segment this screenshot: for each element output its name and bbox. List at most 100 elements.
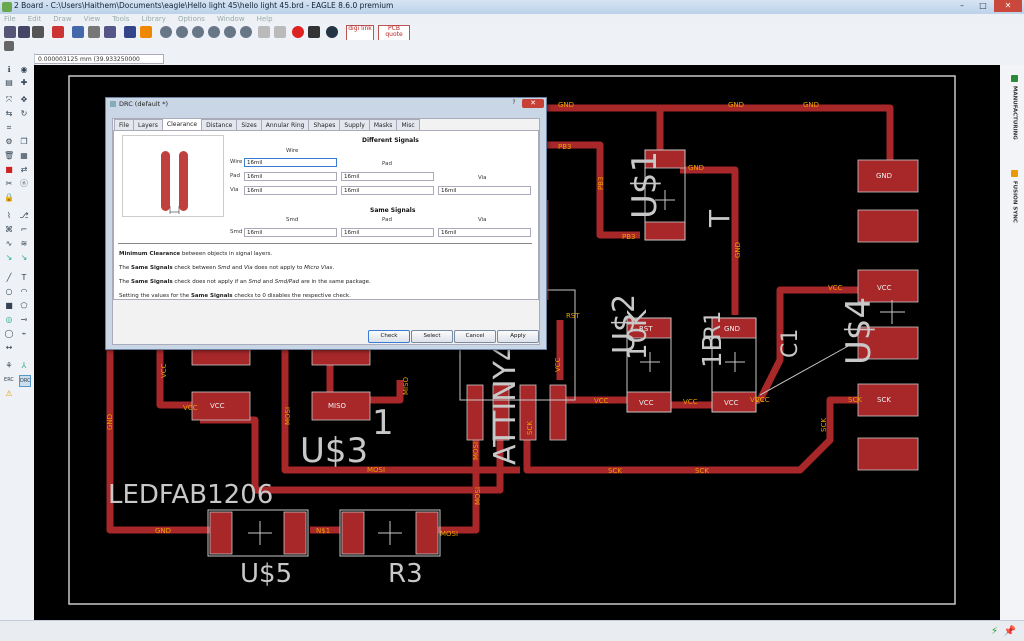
mark-icon[interactable]: ✚ [20,78,28,87]
show-icon[interactable]: ◉ [20,65,28,74]
route-multiple-icon[interactable]: ≋ [20,239,28,248]
board-switch-icon[interactable] [72,26,84,38]
zoom-fit-icon[interactable] [160,26,172,38]
maximize-button[interactable]: □ [979,1,987,10]
go-icon[interactable] [308,26,320,38]
add-part-icon[interactable]: ■ [5,165,13,174]
info-icon[interactable]: ℹ [7,65,11,74]
menu-options[interactable]: Options [177,15,205,23]
tab-annular-ring[interactable]: Annular Ring [260,119,310,130]
cancel-button[interactable]: Cancel [454,330,496,343]
menu-help[interactable]: Help [256,15,273,23]
text-icon[interactable]: T [21,273,27,282]
select-button[interactable]: Select [411,330,453,343]
check-button[interactable]: Check [368,330,410,343]
name-icon[interactable]: ⓝ [20,179,28,188]
via-wire-input[interactable]: 16mil [244,186,337,195]
help-icon[interactable] [326,26,338,38]
menu-draw[interactable]: Draw [53,15,72,23]
tab-layers[interactable]: Layers [133,119,163,130]
change-icon[interactable]: ⚙ [5,137,13,146]
erc-icon[interactable]: ERC [4,377,14,383]
ratsnest-icon[interactable]: ⌁ [21,329,27,338]
optimize-icon[interactable]: ⌇ [7,211,11,220]
tab-file[interactable]: File [114,119,135,130]
dialog-help-button[interactable]: ? [512,99,516,106]
fanout-icon[interactable]: ↘ [5,253,13,262]
smd-via-input[interactable]: 16mil [438,228,531,237]
tab-misc[interactable]: Misc [396,119,420,130]
redo-icon[interactable] [274,26,286,38]
paste-icon[interactable]: ▦ [20,151,28,160]
line-icon[interactable]: ╱ [6,273,12,282]
replace-icon[interactable]: ⇄ [20,165,28,174]
zoom-select-icon[interactable] [208,26,220,38]
tab-sizes[interactable]: Sizes [236,119,262,130]
ripup-icon[interactable]: ⌘ [5,225,13,234]
autorouter-icon[interactable]: ⅄ [21,361,27,370]
save-icon[interactable] [18,26,30,38]
open-icon[interactable] [4,26,16,38]
menu-library[interactable]: Library [141,15,166,23]
via-icon[interactable]: ◎ [5,315,13,324]
display-icon[interactable]: ▤ [5,78,13,87]
minimize-button[interactable]: – [960,1,964,10]
arc-icon[interactable]: ◠ [20,287,28,296]
rotate-icon[interactable]: ↻ [20,109,28,118]
group-icon[interactable]: ⌗ [6,123,12,132]
apply-button[interactable]: Apply [497,330,539,343]
split-icon[interactable]: ✂ [5,179,13,188]
hole-icon[interactable]: ◯ [4,329,14,338]
via-pad-input[interactable]: 16mil [341,186,434,195]
menu-window[interactable]: Window [216,15,245,23]
errors-warning-icon[interactable]: ⚠ [5,389,13,398]
tab-clearance[interactable]: Clearance [161,118,203,131]
smd-pad-input[interactable]: 16mil [341,228,434,237]
tab-masks[interactable]: Masks [368,119,398,130]
stop-icon[interactable] [292,26,304,38]
drc-icon[interactable]: DRC [19,375,31,387]
meander-icon[interactable]: ∿ [5,239,13,248]
menu-edit[interactable]: Edit [27,15,42,23]
signal-icon[interactable]: ⊸ [20,315,28,324]
menu-view[interactable]: View [83,15,101,23]
tab-distance[interactable]: Distance [201,119,238,130]
undo-icon[interactable] [258,26,270,38]
zoom-out-icon[interactable] [192,26,204,38]
ulp-icon[interactable] [104,26,116,38]
zoom-last-icon[interactable] [240,26,252,38]
zoom-redraw-icon[interactable] [224,26,236,38]
dimension-icon[interactable]: ↔ [5,343,13,352]
layer-settings-icon[interactable] [124,26,136,38]
grid-icon[interactable] [140,26,152,38]
polygon-icon[interactable]: ⬠ [20,301,28,310]
tab-supply[interactable]: Supply [339,119,370,130]
pad-pad-input[interactable]: 16mil [341,172,434,181]
lock-icon[interactable]: 🔒 [4,193,14,202]
autoroute-icon[interactable]: ↘ [20,253,28,262]
route-icon[interactable]: ⎇ [19,211,29,220]
tab-shapes[interactable]: Shapes [308,119,341,130]
via-via-input[interactable]: 16mil [438,186,531,195]
manufacturing-tab[interactable]: MANUFACTURING [1006,75,1018,140]
close-window-button[interactable]: ✕ [994,0,1022,12]
delete-icon[interactable]: 🗑 [4,151,15,160]
pad-wire-input[interactable]: 16mil [244,172,337,181]
cam-icon[interactable] [52,26,64,38]
grid-toggle-icon[interactable] [4,41,14,51]
smd-smd-input[interactable]: 16mil [244,228,337,237]
move-cross-icon[interactable]: ✥ [20,95,28,104]
menu-tools[interactable]: Tools [112,15,130,23]
script-icon[interactable] [88,26,100,38]
wire-wire-input[interactable]: 16mil [244,158,337,167]
rectangle-icon[interactable]: ■ [5,301,13,310]
pin-icon[interactable]: 📌 [1003,626,1016,637]
miter-icon[interactable]: ⌐ [20,225,28,234]
attribute-icon[interactable]: ⚘ [5,361,13,370]
menu-file[interactable]: File [4,15,16,23]
dialog-close-button[interactable]: ✕ [522,99,544,108]
copy-icon[interactable]: ❐ [20,137,28,146]
zoom-in-icon[interactable] [176,26,188,38]
circle-icon[interactable]: ○ [5,287,13,296]
fusion-sync-tab[interactable]: FUSION SYNC [1006,170,1018,223]
